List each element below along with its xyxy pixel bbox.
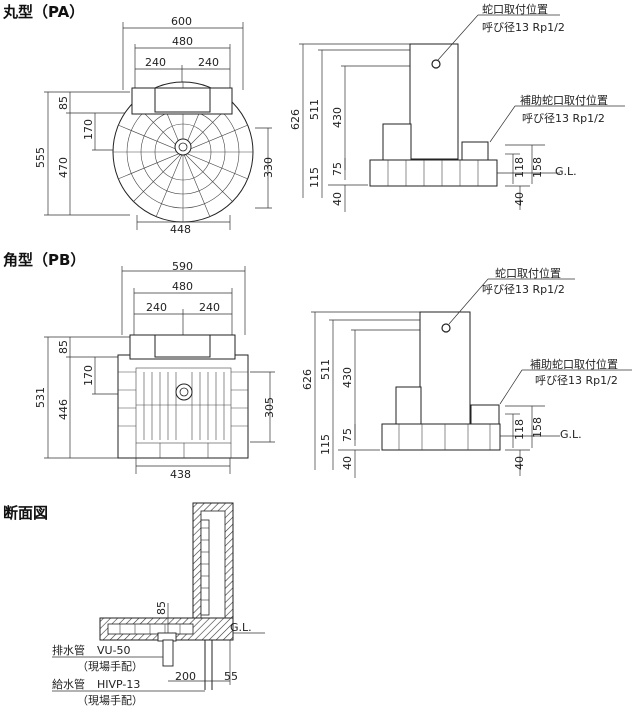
pb-dim-511: 511 bbox=[319, 359, 332, 380]
pa-dim-430: 430 bbox=[331, 107, 344, 128]
drain-pipe-spec: VU-50 bbox=[97, 644, 131, 657]
pa-dim-40-right: 40 bbox=[513, 192, 526, 206]
pa-dim-40-left: 40 bbox=[331, 192, 344, 206]
pb-faucet-point-icon bbox=[441, 323, 451, 333]
pa-dim-626: 626 bbox=[289, 109, 302, 130]
pb-aux-spec: 呼び径13 Rp1/2 bbox=[535, 374, 618, 387]
pb-aux-label: 補助蛇口取付位置 bbox=[530, 357, 618, 371]
pb-dim-626: 626 bbox=[301, 369, 314, 390]
pb-dim-170: 170 bbox=[82, 365, 95, 386]
pa-dim-480: 480 bbox=[172, 35, 193, 48]
pb-dim-240-left: 240 bbox=[146, 301, 167, 314]
pb-dim-430: 430 bbox=[341, 367, 354, 388]
pa-dim-600: 600 bbox=[171, 15, 192, 28]
pa-dim-448: 448 bbox=[170, 223, 191, 236]
pa-title: 丸型（PA） bbox=[2, 3, 84, 21]
pa-dim-555: 555 bbox=[34, 147, 47, 168]
pa-faucet-spec: 呼び径13 Rp1/2 bbox=[482, 21, 565, 34]
pa-dim-170: 170 bbox=[82, 119, 95, 140]
supply-pipe-label: 給水管 bbox=[52, 677, 85, 691]
pb-plan-view: 590 480 240 240 531 85 446 170 305 438 bbox=[34, 260, 276, 481]
pb-dim-40-left: 40 bbox=[341, 456, 354, 470]
pa-dim-470: 470 bbox=[57, 157, 70, 178]
pa-gl-label: G.L. bbox=[555, 165, 577, 178]
pa-dim-118: 118 bbox=[513, 157, 526, 178]
pa-base bbox=[369, 159, 498, 187]
section-dim-200: 200 bbox=[175, 670, 196, 683]
pb-dim-118: 118 bbox=[513, 419, 526, 440]
cross-section-title: 断面図 bbox=[3, 504, 48, 522]
pa-dim-75: 75 bbox=[331, 162, 344, 176]
pa-faucet-label: 蛇口取付位置 bbox=[482, 2, 548, 16]
pb-drain-icon bbox=[175, 383, 193, 401]
cross-section-view: 85 G.L. 排水管 VU-50 （現場手配） 給水管 HIVP-13 （現場… bbox=[52, 502, 265, 707]
pa-dim-330: 330 bbox=[262, 157, 275, 178]
supply-pipe-spec: HIVP-13 bbox=[97, 678, 140, 691]
site-supply-1: （現場手配） bbox=[77, 659, 143, 673]
drain-pipe-label: 排水管 bbox=[52, 643, 85, 657]
pa-dim-158: 158 bbox=[531, 157, 544, 178]
pb-faucet-spec: 呼び径13 Rp1/2 bbox=[482, 283, 565, 296]
site-supply-2: （現場手配） bbox=[77, 693, 143, 707]
pb-dim-115: 115 bbox=[319, 434, 332, 455]
pb-dim-480: 480 bbox=[172, 280, 193, 293]
pa-dim-115: 115 bbox=[308, 167, 321, 188]
pb-dim-438: 438 bbox=[170, 468, 191, 481]
pb-dim-305: 305 bbox=[263, 397, 276, 418]
pb-gl-label: G.L. bbox=[560, 428, 582, 441]
drain-pipe bbox=[162, 639, 174, 667]
pa-dim-240-left: 240 bbox=[145, 56, 166, 69]
pb-base bbox=[381, 423, 501, 451]
pb-dim-240-right: 240 bbox=[199, 301, 220, 314]
pb-dim-40-right: 40 bbox=[513, 456, 526, 470]
pb-dim-158: 158 bbox=[531, 417, 544, 438]
pb-title: 角型（PB） bbox=[3, 251, 85, 269]
pb-faucet-label: 蛇口取付位置 bbox=[495, 266, 561, 280]
pa-aux-spec: 呼び径13 Rp1/2 bbox=[522, 112, 605, 125]
section-dim-85: 85 bbox=[155, 601, 168, 615]
pb-dim-590: 590 bbox=[172, 260, 193, 273]
pa-drain-icon bbox=[174, 138, 192, 156]
pa-plan-view: 600 480 240 240 555 85 470 170 330 448 bbox=[34, 15, 275, 236]
pa-dim-85: 85 bbox=[57, 96, 70, 110]
pb-dim-446: 446 bbox=[57, 399, 70, 420]
section-dim-55: 55 bbox=[224, 670, 238, 683]
pa-aux-label: 補助蛇口取付位置 bbox=[520, 93, 608, 107]
pb-dim-75: 75 bbox=[341, 428, 354, 442]
pa-faucet-point-icon bbox=[431, 59, 441, 69]
pa-dim-240-right: 240 bbox=[198, 56, 219, 69]
pb-dim-531: 531 bbox=[34, 387, 47, 408]
section-gl-label: G.L. bbox=[230, 621, 252, 634]
pb-elevation-view: 626 511 430 115 75 40 G.L. 118 158 bbox=[301, 266, 632, 478]
pa-dim-511: 511 bbox=[308, 99, 321, 120]
pb-square-basin bbox=[117, 354, 249, 459]
pb-dim-85: 85 bbox=[57, 340, 70, 354]
pa-elevation-view: 626 511 430 115 75 40 G.L. bbox=[289, 2, 625, 212]
